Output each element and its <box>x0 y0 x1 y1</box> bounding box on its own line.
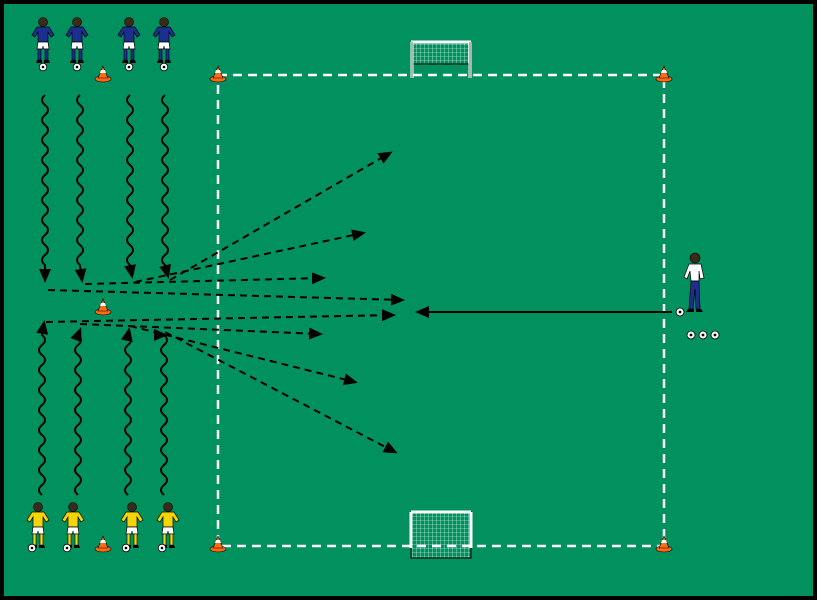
player <box>152 17 176 72</box>
player <box>31 17 55 72</box>
pass-arrow <box>79 323 323 340</box>
dribble-path <box>74 94 87 283</box>
ball <box>121 543 131 553</box>
player-icon <box>156 502 180 548</box>
yellow-team <box>26 502 180 553</box>
ball <box>124 62 134 72</box>
dribble-path <box>124 94 136 279</box>
ball <box>27 543 37 553</box>
spare-balls <box>686 330 720 340</box>
ball <box>62 543 72 553</box>
dribble-path <box>36 320 49 496</box>
ball <box>710 330 720 340</box>
player-icon <box>31 17 55 63</box>
bottom-goal <box>409 510 473 559</box>
ball <box>38 62 48 72</box>
pass-arrows <box>45 151 405 454</box>
player-icon <box>152 17 176 63</box>
cone <box>94 535 112 553</box>
dribble-path <box>154 329 168 496</box>
ball <box>686 330 696 340</box>
player <box>156 502 180 553</box>
cone <box>655 535 673 553</box>
cone <box>209 535 227 553</box>
coach <box>683 252 705 312</box>
dribble-paths-top <box>39 94 171 283</box>
player-icon <box>117 17 141 63</box>
dribble-paths-bottom <box>36 320 168 496</box>
dribble-path <box>159 94 171 279</box>
pass-arrow <box>169 151 393 281</box>
coach-icon <box>689 252 701 264</box>
pitch <box>4 4 813 596</box>
blue-team <box>31 17 176 72</box>
player-icon <box>26 502 50 548</box>
ball <box>157 543 167 553</box>
player <box>117 17 141 72</box>
player <box>61 502 85 553</box>
cone <box>94 65 112 83</box>
pass-arrow <box>84 272 326 285</box>
dribble-path <box>120 327 133 496</box>
cone <box>655 65 673 83</box>
player <box>65 17 89 72</box>
pass-arrow <box>164 331 398 454</box>
ball <box>698 330 708 340</box>
ball <box>72 62 82 72</box>
pass-arrow <box>129 325 358 386</box>
player <box>120 502 144 553</box>
ball <box>675 307 685 317</box>
top-goal <box>410 40 472 78</box>
player <box>26 502 50 553</box>
cone <box>209 65 227 83</box>
cone <box>94 298 112 316</box>
pass-arrow <box>45 309 396 323</box>
player-icon <box>65 17 89 63</box>
pass-arrow <box>134 229 366 283</box>
dribble-path <box>39 94 51 283</box>
dribble-path <box>70 327 82 496</box>
ball <box>159 62 169 72</box>
